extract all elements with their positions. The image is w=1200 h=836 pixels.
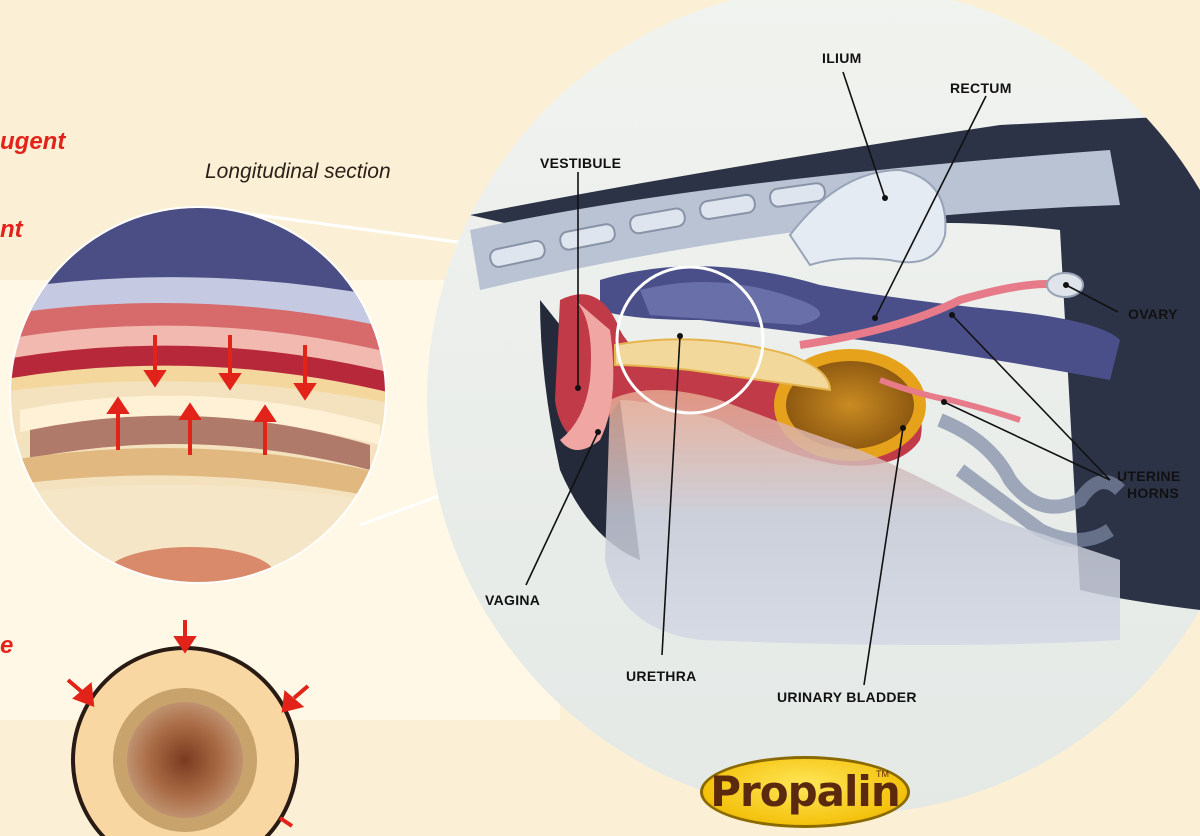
propalin-logo: Propalin TM	[700, 756, 910, 828]
label-vestibule: VESTIBULE	[540, 155, 621, 171]
label-vagina: VAGINA	[485, 592, 540, 608]
logo-trademark: TM	[876, 769, 889, 779]
label-ilium: ILIUM	[822, 50, 862, 66]
label-rectum: RECTUM	[950, 80, 1012, 96]
label-horns: HORNS	[1127, 485, 1179, 501]
cross-section-diagram	[68, 620, 308, 836]
longitudinal-section-circle	[0, 200, 400, 603]
section-title: Longitudinal section	[205, 160, 391, 184]
label-urinary-bladder: URINARY BLADDER	[777, 689, 917, 705]
label-ovary: OVARY	[1128, 306, 1178, 322]
label-urethra: URETHRA	[626, 668, 697, 684]
label-uterine: UTERINE	[1117, 468, 1181, 484]
